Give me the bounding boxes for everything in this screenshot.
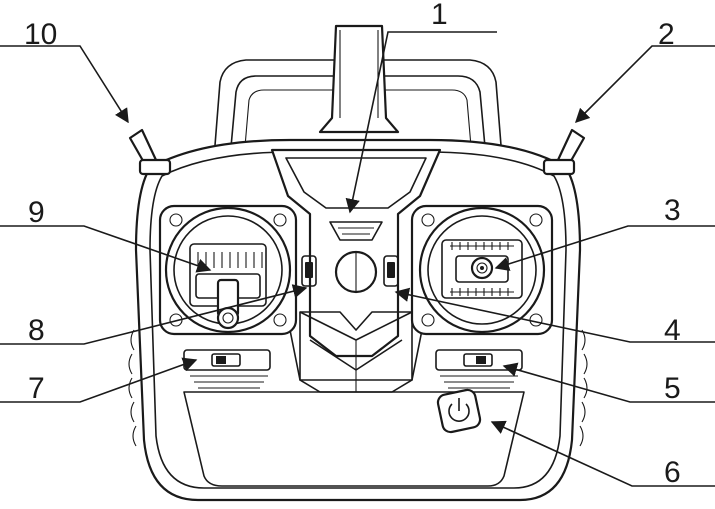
callout-6: 6: [664, 456, 681, 489]
left-trim-slider[interactable]: [301, 255, 317, 287]
callout-8: 8: [28, 314, 45, 347]
callout-5: 5: [664, 372, 681, 405]
right-trim-slider[interactable]: [383, 255, 399, 287]
power-icon: [448, 398, 470, 422]
right-gimbal-ticks: [450, 242, 514, 296]
right-gimbal[interactable]: [410, 204, 554, 336]
power-button[interactable]: [436, 388, 482, 434]
callout-labels: 1 2 3 4 5 6 7 8 9 10: [24, 0, 681, 489]
left-gimbal[interactable]: [158, 204, 298, 336]
center-console: [270, 148, 442, 393]
left-toggle-switch[interactable]: [128, 128, 172, 176]
callout-2: 2: [658, 18, 675, 51]
callout-7: 7: [28, 372, 45, 405]
right-toggle-switch[interactable]: [542, 128, 586, 176]
right-control-stick[interactable]: [470, 256, 494, 280]
left-grip-ribs: [128, 329, 137, 447]
callout-3: 3: [664, 194, 681, 227]
callout-9: 9: [28, 196, 45, 229]
callout-10: 10: [24, 18, 57, 51]
callout-leaders: [0, 31, 715, 487]
antenna: [318, 24, 400, 134]
lower-panel: [183, 391, 525, 487]
left-control-stick[interactable]: [216, 278, 240, 330]
callout-1: 1: [431, 0, 448, 31]
power-indicator-led: [329, 221, 383, 241]
callout-4: 4: [664, 314, 681, 347]
